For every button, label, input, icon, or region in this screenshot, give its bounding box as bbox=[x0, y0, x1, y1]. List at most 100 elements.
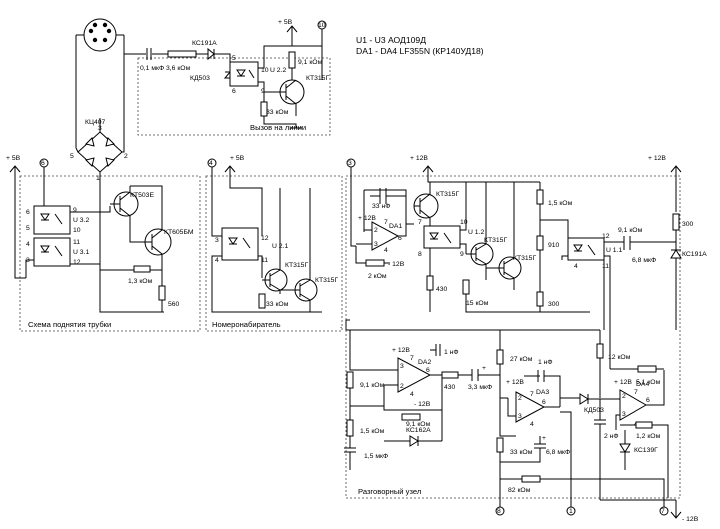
da3-supply-plus: + 12В bbox=[506, 379, 524, 386]
da1-pin-4: 4 bbox=[384, 247, 388, 254]
da4-supply-plus: + 12В bbox=[614, 379, 632, 386]
resistor-3k6 bbox=[167, 50, 197, 58]
u11-pin-12: 12 bbox=[602, 233, 610, 240]
supply-12v-mid: + 12В bbox=[410, 155, 428, 162]
bridge-label: КЦ407 bbox=[85, 119, 106, 126]
r-9k1-fb-label: 9,1 кОм bbox=[406, 421, 431, 428]
u22-pin-5: 5 bbox=[232, 55, 236, 62]
block-label-line-call: Вызов на линии bbox=[250, 123, 306, 132]
resistor-1k3 bbox=[133, 265, 151, 273]
u21-pin-12: 12 bbox=[261, 235, 269, 242]
u12-pin-7: 7 bbox=[418, 219, 422, 226]
c-68-bot-plus: + bbox=[542, 435, 546, 442]
optocoupler-u11 bbox=[567, 237, 605, 261]
da3-pin-6: 6 bbox=[542, 399, 546, 406]
resistor-1k5 bbox=[536, 189, 544, 205]
r-430-bot-label: 430 bbox=[444, 384, 456, 391]
supply-5v-left: + 5В bbox=[6, 155, 21, 162]
opamp-note: DA1 - DA4 LF355N (КР140УД18) bbox=[356, 46, 484, 56]
line-connector bbox=[83, 18, 117, 52]
r-5k1-label: 5,1 кОм bbox=[636, 379, 661, 386]
da4-pin-2: 2 bbox=[622, 393, 626, 400]
da4-label: DA4 bbox=[636, 381, 649, 388]
r-9k1-top-label: 9,1 кОм bbox=[298, 59, 323, 66]
c-1n-da3-label: 1 нФ bbox=[538, 359, 553, 366]
u32-pin-10: 10 bbox=[73, 227, 81, 234]
r-1k5-da2-label: 1,5 кОм bbox=[360, 428, 385, 435]
da3-label: DA3 bbox=[536, 389, 549, 396]
resistor-82k bbox=[521, 475, 541, 483]
da2-pin-6: 6 bbox=[426, 367, 430, 374]
r-15k-label: 15 кОм bbox=[466, 300, 489, 307]
da1-supply-minus: - 12В bbox=[388, 261, 405, 268]
r-27k-label: 27 кОм bbox=[510, 356, 533, 363]
opamp-da4 bbox=[619, 389, 648, 421]
da1-pin-2: 2 bbox=[374, 227, 378, 234]
capacitor-01 bbox=[146, 48, 152, 60]
u32-label: U 3.2 bbox=[73, 217, 89, 224]
da4-pin-3: 3 bbox=[622, 411, 626, 418]
optocoupler-u21 bbox=[221, 227, 259, 261]
c-33mk-label: 3,3 мкФ bbox=[468, 384, 492, 391]
optocoupler-u31 bbox=[33, 237, 71, 267]
block-line-call bbox=[137, 57, 331, 136]
zener-ks162a bbox=[384, 410, 443, 447]
da4-pin-6: 6 bbox=[646, 397, 650, 404]
ks162a-label: КС162А bbox=[406, 427, 431, 434]
supply-5v-dialer: + 5В bbox=[230, 155, 245, 162]
u31-pin-11: 11 bbox=[73, 239, 80, 246]
da2-supply-minus: - 12В bbox=[414, 401, 431, 408]
resistor-15k bbox=[462, 279, 470, 295]
r-9k1-da2-label: 9,1 кОм bbox=[360, 382, 385, 389]
zener-ks191a-top bbox=[207, 47, 215, 61]
u12-pin-8: 8 bbox=[418, 251, 422, 258]
zener-ks139g bbox=[619, 430, 631, 470]
ks139g-label: КС139Г bbox=[634, 447, 658, 454]
da1-pin-3: 3 bbox=[374, 241, 378, 248]
r-9k1-right-label: 9,1 кОм bbox=[618, 227, 643, 234]
resistor-33k-da3 bbox=[496, 437, 504, 453]
terminal-4-label: 4 bbox=[209, 160, 213, 167]
da1-label: DA1 bbox=[389, 223, 402, 230]
terminal-8-label: 8 bbox=[497, 508, 501, 515]
kt315g-mid-label: КТ315Г bbox=[436, 191, 459, 198]
c-2n-label: 2 нФ bbox=[604, 433, 619, 440]
da2-label: DA2 bbox=[418, 359, 431, 366]
speech-minus: - bbox=[340, 324, 342, 331]
resistor-9k1-fb bbox=[401, 413, 421, 421]
ks191a-top-label: КС191А bbox=[192, 40, 217, 47]
terminal-7-label: 7 bbox=[661, 508, 665, 515]
r-1k3-label: 1,3 кОм bbox=[128, 278, 153, 285]
r-560-label: 560 bbox=[168, 301, 180, 308]
terminal-10-label: 10 bbox=[318, 22, 326, 29]
r-2k-label: 2 кОм bbox=[368, 273, 387, 280]
u31-pin-12: 12 bbox=[73, 259, 81, 266]
u32-pin-9: 9 bbox=[73, 207, 77, 214]
u32-pin-5: 5 bbox=[26, 225, 30, 232]
opamp-da3 bbox=[515, 391, 546, 423]
resistor-1k5-da2 bbox=[346, 419, 354, 437]
u11-pin-11: 11 bbox=[602, 263, 609, 270]
c-1n-da2-label: 1 нФ bbox=[444, 349, 459, 356]
terminal-6-label: 6 bbox=[41, 160, 45, 167]
da3-pin-7: 7 bbox=[530, 391, 534, 398]
da2-pin-4: 4 bbox=[410, 391, 414, 398]
u22-led bbox=[236, 69, 246, 77]
resistor-9k1-top bbox=[288, 51, 296, 69]
resistor-300-mid bbox=[536, 291, 544, 307]
terminal-1-label: 1 bbox=[569, 508, 573, 515]
da2-supply-plus: + 12В bbox=[392, 347, 410, 354]
u22-pin-10: 10 bbox=[261, 67, 269, 74]
r-3k6-label: 3,6 кОм bbox=[166, 65, 191, 72]
resistor-2k bbox=[365, 259, 385, 267]
kt315g-dialer-2-label: КТ315Г bbox=[315, 277, 338, 284]
block-label-speech: Разговорный узел bbox=[358, 487, 421, 496]
diode-kd503-bot bbox=[579, 393, 620, 405]
block-label-dialer: Номеронабиратель bbox=[212, 320, 281, 329]
r-33k-dialer-label: 33 кОм bbox=[266, 301, 289, 308]
da3-pin-3: 3 bbox=[518, 413, 522, 420]
c-33mk-plus: + bbox=[482, 365, 486, 372]
u11-label: U 1.1 bbox=[606, 247, 622, 254]
r-430-mid-label: 430 bbox=[436, 286, 448, 293]
r-33k-da3-label: 33 кОм bbox=[510, 449, 533, 456]
